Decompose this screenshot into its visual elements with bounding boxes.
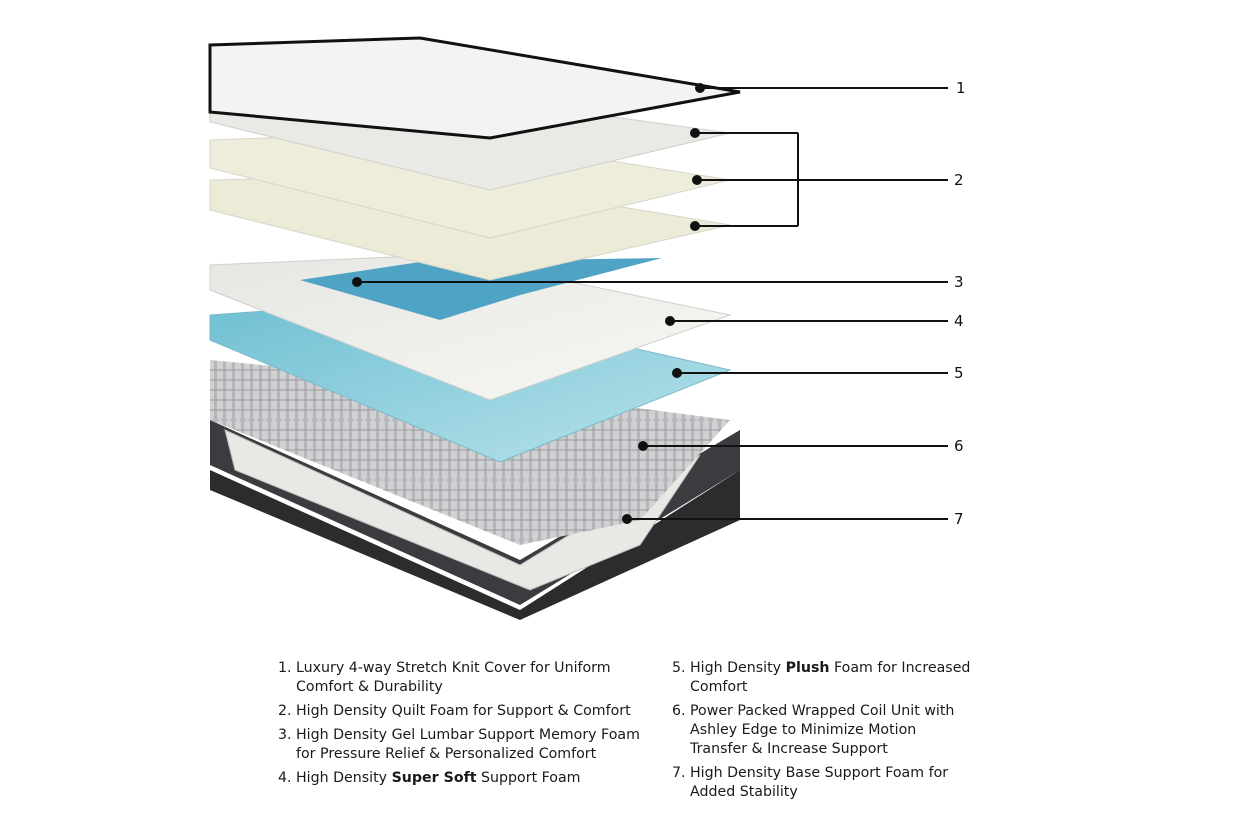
legend-item-1: 1.Luxury 4-way Stretch Knit Cover for Un… — [278, 659, 653, 697]
legend-item-3: 3.High Density Gel Lumbar Support Memory… — [278, 726, 653, 764]
callout-3: 3 — [954, 273, 964, 291]
legend-num: 3. — [278, 727, 292, 743]
legend-bold: Super Soft — [391, 770, 477, 786]
callout-7: 7 — [954, 510, 964, 528]
legend-text: High Density Gel Lumbar Support Memory F… — [296, 727, 640, 762]
layer-1-knit-cover — [208, 36, 741, 140]
legend-text: Support Foam — [476, 770, 581, 786]
callout-5: 5 — [954, 364, 964, 382]
legend-right: 5.High Density Plush Foam for Increased … — [672, 659, 972, 807]
legend-text: High Density Quilt Foam for Support & Co… — [296, 703, 631, 719]
legend-num: 1. — [278, 660, 292, 676]
callout-6: 6 — [954, 437, 964, 455]
layer-3-gel-lumbar-foam — [300, 258, 662, 320]
legend-num: 2. — [278, 703, 292, 719]
legend-text: High Density — [690, 660, 786, 676]
legend-num: 6. — [672, 703, 686, 719]
legend-text: Luxury 4-way Stretch Knit Cover for Unif… — [296, 660, 611, 695]
legend-item-2: 2.High Density Quilt Foam for Support & … — [278, 702, 653, 721]
callout-lines — [352, 83, 948, 524]
legend-item-6: 6.Power Packed Wrapped Coil Unit with As… — [672, 702, 972, 759]
legend-item-4: 4.High Density Super Soft Support Foam — [278, 769, 653, 788]
legend-item-5: 5.High Density Plush Foam for Increased … — [672, 659, 972, 697]
callout-2: 2 — [954, 171, 964, 189]
legend-num: 5. — [672, 660, 686, 676]
callout-4: 4 — [954, 312, 964, 330]
legend-bold: Plush — [785, 660, 830, 676]
legend-text: Power Packed Wrapped Coil Unit with Ashl… — [690, 703, 955, 757]
legend-item-7: 7.High Density Base Support Foam for Add… — [672, 764, 972, 802]
legend-text: High Density — [296, 770, 392, 786]
legend-num: 7. — [672, 765, 686, 781]
callout-1: 1 — [956, 79, 966, 97]
legend-num: 4. — [278, 770, 292, 786]
legend-left: 1.Luxury 4-way Stretch Knit Cover for Un… — [278, 659, 653, 793]
legend-text: Foam for Increased Comfort — [690, 660, 971, 695]
legend-text: High Density Base Support Foam for Added… — [690, 765, 949, 800]
